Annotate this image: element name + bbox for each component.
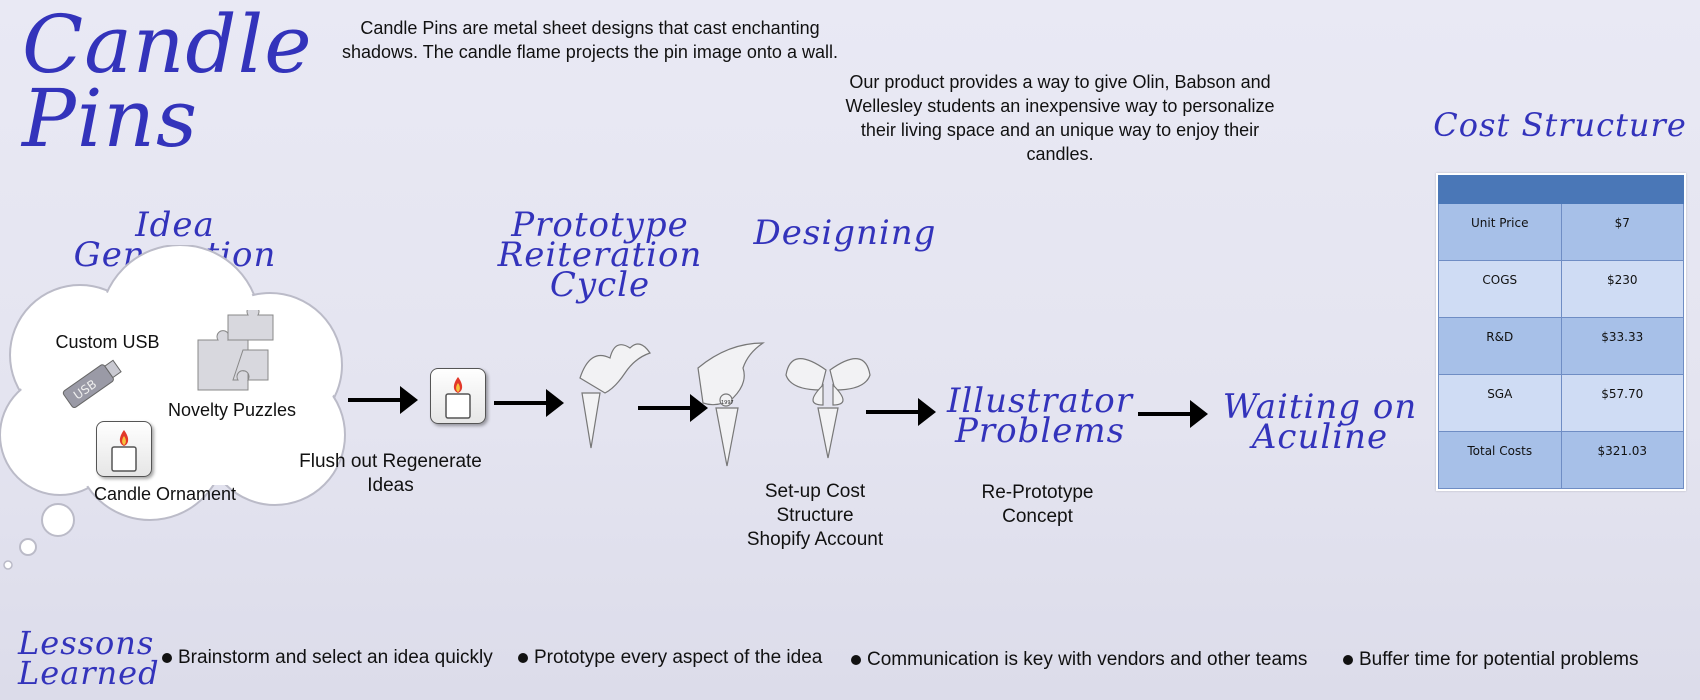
arrow-icon [1138,400,1208,428]
setup-line-3: Shopify Account [746,529,884,550]
lessons-title-line-1: Lessons [18,624,155,662]
cost-table-header-row [1438,174,1684,205]
cost-label: R&D [1438,317,1562,376]
cost-value: $7 [1560,203,1684,262]
arrow-icon [866,398,936,426]
lesson-text: Prototype every aspect of the idea [534,647,823,668]
setup-text: Set-up Cost Structure Shopify Account [730,480,900,552]
lesson-item: Brainstorm and select an idea quickly [162,647,493,669]
reprototype-text: Re-Prototype Concept [955,481,1120,529]
lessons-learned-title: Lessons Learned [18,624,160,692]
waiting-title-line-1: Waiting on [1222,387,1418,427]
prototype-title-line-1: Prototype [511,205,689,245]
arrow-icon [348,386,418,414]
candle-ornament-icon [96,421,152,477]
setup-line-1: Set-up Cost [764,481,866,502]
bird-pin-icon: 1997 [697,342,765,467]
flush-line-2: Ideas [367,475,414,496]
lesson-text: Communication is key with vendors and ot… [867,649,1308,670]
candle-icon [430,368,486,424]
cost-value: $321.03 [1560,431,1684,489]
custom-usb-label: Custom USB [55,332,160,352]
illustrator-title-line-1: Illustrator [946,381,1134,421]
cost-table: Unit Price $7 COGS $230 R&D $33.33 SGA $… [1436,173,1686,491]
title-line-2: Pins [22,72,198,165]
cost-value: $230 [1560,260,1684,319]
table-row: SGA $57.70 [1438,374,1684,433]
prototype-title-line-3: Cycle [549,265,651,305]
flush-ideas-text: Flush out Regenerate Ideas [288,450,493,498]
title-line-1: Candle [22,0,313,91]
reproto-line-1: Re-Prototype [981,482,1094,503]
novelty-puzzles-label: Novelty Puzzles [167,400,297,420]
waiting-aculine-title: Waiting on Aculine [1205,387,1435,457]
page-title: Candle Pins [22,0,322,165]
table-row: COGS $230 [1438,260,1684,319]
lesson-text: Buffer time for potential problems [1359,649,1639,670]
value-prop-text: Our product provides a way to give Olin,… [845,72,1275,164]
lessons-title-line-2: Learned [18,654,160,692]
waiting-title-line-2: Aculine [1251,417,1389,457]
flush-line-1: Flush out Regenerate [299,451,482,472]
cost-label: COGS [1438,260,1562,319]
cost-label: Unit Price [1438,203,1562,262]
table-row: Total Costs $321.03 [1438,431,1684,489]
cost-structure-title: Cost Structure [1433,106,1687,144]
cost-label: SGA [1438,374,1562,433]
table-row: Unit Price $7 [1438,203,1684,262]
usb-drive-icon: USB [62,359,122,408]
bullet-icon [851,654,861,665]
lesson-item: Communication is key with vendors and ot… [851,649,1307,671]
illustrator-problems-title: Illustrator Problems [940,381,1140,451]
illustrator-title-line-2: Problems [954,411,1126,451]
lesson-item: Buffer time for potential problems [1343,649,1639,671]
reproto-line-2: Concept [1002,506,1073,527]
prototype-cycle-title: Prototype Reiteration Cycle [490,205,710,305]
arrow-icon [638,394,708,422]
setup-line-2: Structure [776,505,854,526]
bullet-icon [1343,654,1353,665]
arrow-icon [494,389,564,417]
pin-stamp-text: 1997 [721,400,734,406]
intro-text: Candle Pins are metal sheet designs that… [342,18,838,62]
designing-title: Designing [753,213,937,253]
bullet-icon [518,652,528,663]
tree-pin-icon [579,343,651,449]
cost-label: Total Costs [1438,431,1562,489]
prototype-title-line-2: Reiteration [497,235,703,275]
cost-value: $33.33 [1560,317,1684,376]
bullet-icon [162,652,172,663]
lesson-text: Brainstorm and select an idea quickly [178,647,493,668]
table-row: R&D $33.33 [1438,317,1684,376]
puzzle-pieces-icon [197,310,274,391]
lesson-item: Prototype every aspect of the idea [518,647,822,669]
cost-value: $57.70 [1560,374,1684,433]
candle-ornament-label: Candle Ornament [93,484,237,504]
butterfly-pin-icon [785,358,871,459]
